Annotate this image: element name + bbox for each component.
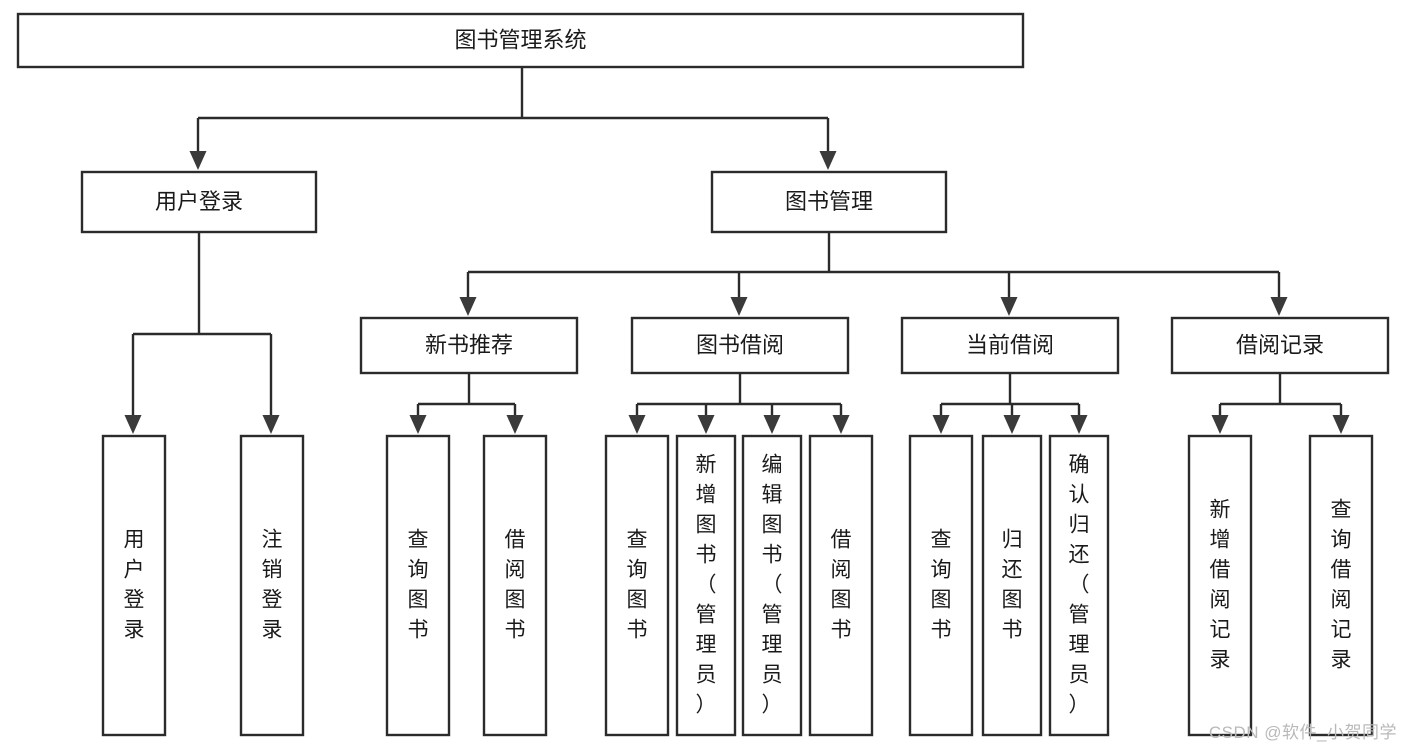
node-box[interactable]: [908, 434, 974, 737]
node-box[interactable]: [359, 316, 579, 375]
node-leaf-query-book-borrow[interactable]: 查询图书: [604, 434, 670, 737]
node-box[interactable]: [710, 170, 948, 234]
node-leaf-user-login[interactable]: 用户登录: [101, 434, 167, 737]
node-box[interactable]: [239, 434, 305, 737]
connector-arrow-icon: [189, 151, 207, 170]
node-box[interactable]: [101, 434, 167, 737]
node-label: 归还图书: [1002, 528, 1023, 641]
node-box[interactable]: [981, 434, 1043, 737]
node-label: 借阅图书: [505, 528, 526, 641]
node-leaf-query-borrow-record[interactable]: 查询借阅记录: [1308, 434, 1374, 737]
node-box[interactable]: [1308, 434, 1374, 737]
node-box[interactable]: [630, 316, 850, 375]
node-leaf-add-book-admin[interactable]: 新增图书（管理员）: [675, 434, 737, 737]
connector-arrow-icon: [506, 415, 524, 434]
node-box[interactable]: [900, 316, 1120, 375]
node-box[interactable]: [1187, 434, 1253, 737]
node-leaf-return-book[interactable]: 归还图书: [981, 434, 1043, 737]
connector-current-borrow-to-leaves: [932, 373, 1088, 434]
node-box[interactable]: [482, 434, 548, 737]
connector-arrow-icon: [409, 415, 427, 434]
node-label: 图书管理: [785, 189, 873, 214]
connector-book-borrow-to-leaves: [628, 373, 850, 434]
connector-arrow-icon: [932, 415, 950, 434]
node-label: 确认归还（管理员）: [1069, 453, 1090, 716]
node-leaf-borrow-book[interactable]: 借阅图书: [808, 434, 874, 737]
node-label: 注销登录: [262, 528, 283, 641]
connector-arrow-icon: [459, 297, 477, 316]
node-box[interactable]: [604, 434, 670, 737]
connector-root-to-level1: [189, 67, 837, 170]
connector-arrow-icon: [1000, 297, 1018, 316]
node-label: 查询借阅记录: [1331, 498, 1352, 671]
node-user-login[interactable]: 用户登录: [80, 170, 318, 234]
connector-arrow-icon: [262, 415, 280, 434]
node-root[interactable]: 图书管理系统: [16, 12, 1025, 69]
node-label: 图书借阅: [696, 332, 784, 357]
nodes-layer: 图书管理系统用户登录图书管理新书推荐图书借阅当前借阅借阅记录用户登录注销登录查询…: [16, 12, 1390, 737]
node-box[interactable]: [808, 434, 874, 737]
node-label: 用户登录: [124, 528, 145, 641]
node-box[interactable]: [16, 12, 1025, 69]
connector-arrow-icon: [730, 297, 748, 316]
connector-borrow-records-to-leaves: [1211, 373, 1350, 434]
node-label: 查询图书: [627, 528, 648, 641]
node-label: 新书推荐: [425, 332, 513, 357]
node-box[interactable]: [385, 434, 451, 737]
connectors-layer: [124, 67, 1350, 434]
node-box[interactable]: [1048, 434, 1110, 737]
node-new-book-recommend[interactable]: 新书推荐: [359, 316, 579, 375]
node-book-borrow[interactable]: 图书借阅: [630, 316, 850, 375]
connector-arrow-icon: [1070, 415, 1088, 434]
node-leaf-add-borrow-record[interactable]: 新增借阅记录: [1187, 434, 1253, 737]
connector-arrow-icon: [1332, 415, 1350, 434]
node-leaf-logout[interactable]: 注销登录: [239, 434, 305, 737]
node-label: 查询图书: [408, 528, 429, 641]
node-box[interactable]: [741, 434, 803, 737]
node-box[interactable]: [1170, 316, 1390, 375]
connector-arrow-icon: [1003, 415, 1021, 434]
node-current-borrow[interactable]: 当前借阅: [900, 316, 1120, 375]
node-label: 编辑图书（管理员）: [762, 453, 783, 716]
connector-arrow-icon: [697, 415, 715, 434]
connector-arrow-icon: [1211, 415, 1229, 434]
node-book-management[interactable]: 图书管理: [710, 170, 948, 234]
connector-arrow-icon: [832, 415, 850, 434]
node-label: 用户登录: [155, 189, 243, 214]
node-leaf-borrow-book-recommend[interactable]: 借阅图书: [482, 434, 548, 737]
connector-arrow-icon: [1270, 297, 1288, 316]
node-label: 借阅图书: [831, 528, 852, 641]
connector-arrow-icon: [628, 415, 646, 434]
node-box[interactable]: [80, 170, 318, 234]
node-leaf-edit-book-admin[interactable]: 编辑图书（管理员）: [741, 434, 803, 737]
node-label: 图书管理系统: [454, 27, 586, 52]
node-box[interactable]: [675, 434, 737, 737]
node-borrow-records[interactable]: 借阅记录: [1170, 316, 1390, 375]
connector-new-book-recommend-to-leaves: [409, 373, 524, 434]
node-label: 新增借阅记录: [1210, 498, 1231, 671]
node-label: 当前借阅: [966, 332, 1054, 357]
node-leaf-confirm-return-admin[interactable]: 确认归还（管理员）: [1048, 434, 1110, 737]
node-leaf-query-book-current[interactable]: 查询图书: [908, 434, 974, 737]
node-label: 新增图书（管理员）: [696, 453, 717, 716]
connector-arrow-icon: [763, 415, 781, 434]
connector-book-management-to-level2: [459, 232, 1288, 316]
connector-arrow-icon: [124, 415, 142, 434]
connector-user-login-to-leaves: [124, 232, 280, 434]
node-label: 借阅记录: [1236, 332, 1324, 357]
node-leaf-query-book-recommend[interactable]: 查询图书: [385, 434, 451, 737]
connector-arrow-icon: [819, 151, 837, 170]
node-label: 查询图书: [931, 528, 952, 641]
